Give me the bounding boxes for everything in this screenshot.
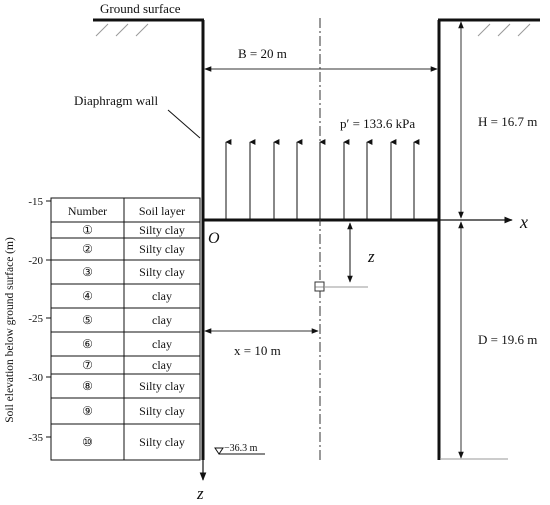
wall-toe-symbol [214,447,265,455]
x-axis-label: x [519,212,528,232]
table-cell-number: ③ [82,265,93,279]
table-cell-number: ⑨ [82,404,93,418]
table-cell-number: ⑦ [82,358,93,372]
table-cell-soil: clay [152,337,172,351]
table-cell-soil: Silty clay [139,404,185,418]
table-cell-number: ⑧ [82,379,93,393]
table-frame [50,197,201,461]
table-cell-soil: Silty clay [139,265,185,279]
depth-label: D = 19.6 m [478,332,537,347]
elevation-tick-label: -30 [28,372,43,384]
elevation-tick-label: -25 [28,313,43,325]
table-cell-number: ② [82,242,93,256]
ground-hatch [95,23,531,37]
soil-element [314,281,325,292]
elevation-ticks: -15 -20 -25 -30 -35 [28,196,51,444]
diaphragm-wall-label: Diaphragm wall [74,93,159,108]
table-cell-number: ⑩ [82,435,93,449]
table-cell-soil: Silty clay [139,379,185,393]
table-cell-soil: clay [152,313,172,327]
table-cell-number: ④ [82,289,93,303]
width-label: B = 20 m [238,46,287,61]
table-header-soil: Soil layer [139,204,185,218]
diaphragm-wall-leader [167,109,201,139]
origin-label: O [208,230,220,247]
elevation-tick-label: -35 [28,432,43,444]
table-cell-number: ① [82,223,93,237]
height-label: H = 16.7 m [478,114,537,129]
table-cell-soil: clay [152,358,172,372]
table-header-number: Number [68,204,107,218]
wall-toe-label: −36.3 m [224,443,258,454]
pressure-arrows [225,139,420,219]
table-cell-soil: Silty clay [139,435,185,449]
x-position-label: x = 10 m [234,343,281,358]
z-marker-label: z [367,247,375,266]
table-cell-number: ⑥ [82,337,93,351]
elevation-axis-title: Soil elevation below ground surface (m) [4,237,16,423]
table-cell-number: ⑤ [82,313,93,327]
soil-layer-table: Number Soil layer ① Silty clay ② Silty clay ③ S… [50,197,201,461]
table-cell-soil: Silty clay [139,223,185,237]
elevation-tick-label: -20 [28,255,43,267]
pressure-label: p′ = 133.6 kPa [340,116,415,131]
ground-surface-label: Ground surface [100,1,181,16]
table-cell-soil: Silty clay [139,242,185,256]
elevation-tick-label: -15 [28,196,43,208]
z-axis-label: z [196,484,204,503]
table-cell-soil: clay [152,289,172,303]
